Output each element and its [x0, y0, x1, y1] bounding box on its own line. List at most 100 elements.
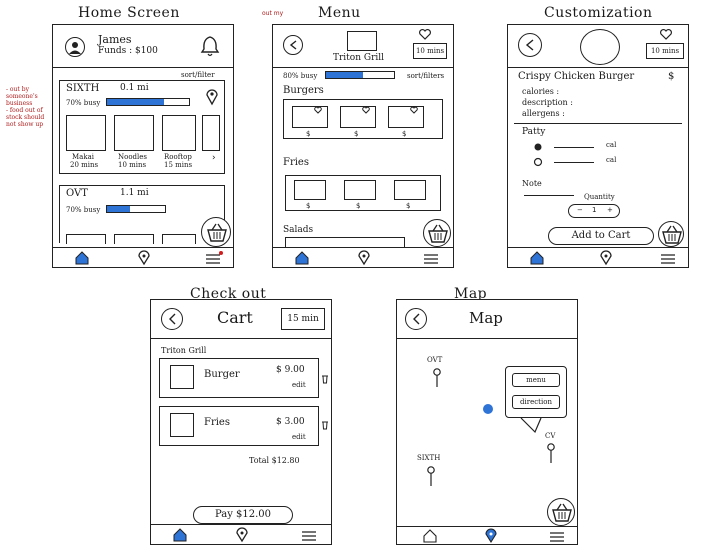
item-time: 15 mins [164, 161, 193, 169]
cart-button[interactable] [547, 498, 575, 526]
location-pin-icon[interactable] [138, 250, 150, 266]
price-label: $ [306, 202, 311, 210]
quantity-value: 1 [592, 206, 597, 214]
map-screen-frame: Map OVT menu direction CV SIXTH [396, 299, 578, 545]
menu-item-thumb[interactable] [114, 115, 154, 151]
pay-button[interactable]: Pay $12.00 [193, 506, 293, 524]
home-icon[interactable] [530, 251, 544, 265]
sort-filter[interactable]: sort/filter [181, 71, 215, 79]
menu-item-thumb[interactable] [162, 234, 196, 244]
section-panel: $ $ $ [283, 99, 443, 139]
heart-icon[interactable] [419, 29, 431, 40]
back-button[interactable] [518, 33, 542, 57]
field-calories: calories : [522, 87, 560, 96]
basket-icon [552, 503, 572, 522]
location-pin-icon[interactable] [236, 527, 248, 543]
home-screen-title: Home Screen [78, 5, 180, 21]
radio-selected[interactable] [534, 143, 544, 153]
menu-item-thumb[interactable] [394, 180, 426, 200]
back-button[interactable] [161, 308, 183, 330]
location-pin-icon[interactable] [206, 89, 218, 106]
menu-item-thumb[interactable] [202, 115, 220, 151]
edit-link[interactable]: edit [292, 381, 306, 389]
map-pin-icon[interactable] [426, 466, 436, 488]
wait-time-badge: 10 mins [646, 43, 684, 59]
cart-item[interactable]: Burger $ 9.00 edit [159, 358, 319, 398]
field-allergens: allergens : [522, 109, 565, 118]
location-card-ovt[interactable]: OVT 1.1 mi 70% busy [59, 185, 225, 244]
location-card-sixth[interactable]: SIXTH 0.1 mi 70% busy Makai 20 mins Nood… [59, 80, 225, 174]
popup-direction-button[interactable]: direction [512, 395, 560, 409]
cart-button[interactable] [423, 219, 451, 247]
location-pin-icon[interactable] [358, 250, 370, 266]
chevron-right-icon[interactable]: › [212, 153, 216, 163]
busy-label: 70% busy [66, 206, 101, 214]
home-icon[interactable] [295, 251, 309, 265]
menu-item-thumb[interactable] [66, 234, 106, 244]
popup-menu-button[interactable]: menu [512, 373, 560, 387]
pin-label-cv: CV [545, 432, 556, 440]
wait-time-badge: 15 min [281, 308, 325, 330]
map-header: Map [469, 309, 503, 327]
total-label: Total $12.80 [249, 456, 300, 465]
item-name: Fries [204, 417, 230, 428]
cart-button[interactable] [658, 221, 684, 247]
patty-label: Patty [522, 127, 546, 137]
restaurant-name: Triton Grill [333, 53, 385, 63]
cart-header: Cart [217, 308, 253, 327]
heart-icons[interactable] [314, 106, 454, 114]
map-pin-icon[interactable] [432, 368, 442, 388]
hamburger-menu-icon[interactable] [301, 530, 317, 542]
location-name: SIXTH [66, 83, 100, 94]
back-button[interactable] [405, 308, 427, 330]
location-pin-icon[interactable] [600, 250, 612, 266]
patty-cal: cal [606, 156, 617, 164]
price-label: $ [356, 202, 361, 210]
checkout-screen-title: Check out [190, 286, 267, 302]
item-name: Burger [204, 369, 240, 380]
location-pin-icon[interactable] [485, 528, 497, 544]
map-popup: menu direction [505, 366, 567, 418]
home-icon[interactable] [423, 529, 437, 543]
quantity-stepper[interactable]: − 1 + [568, 204, 620, 218]
basket-icon [428, 224, 448, 243]
home-icon[interactable] [173, 528, 187, 542]
field-description: description : [522, 98, 573, 107]
patty-cal: cal [606, 141, 617, 149]
add-to-cart-button[interactable]: Add to Cart [548, 227, 654, 245]
pin-label-ovt: OVT [427, 356, 443, 364]
map-pin-icon[interactable] [546, 443, 556, 465]
menu-item-thumb[interactable] [114, 234, 154, 244]
item-name: Noodles [118, 153, 148, 161]
cart-button[interactable] [201, 217, 231, 247]
avatar[interactable] [65, 37, 85, 57]
hamburger-menu-icon[interactable] [205, 251, 223, 265]
radio-unselected[interactable] [533, 157, 544, 168]
menu-screen-title: Menu [318, 5, 361, 21]
user-name: James [98, 33, 132, 46]
restaurant-name: Triton Grill [161, 346, 207, 355]
quantity-plus[interactable]: + [607, 206, 613, 214]
menu-item-thumb[interactable] [66, 115, 106, 151]
hamburger-menu-icon[interactable] [660, 253, 676, 265]
quantity-minus[interactable]: − [577, 206, 583, 214]
customization-screen-frame: 10 mins Crispy Chicken Burger $ calories… [507, 24, 689, 268]
heart-icon[interactable] [660, 29, 672, 40]
busy-bar [325, 71, 395, 79]
back-button[interactable] [283, 35, 303, 55]
item-price: $ 9.00 [276, 365, 305, 375]
bell-icon[interactable] [200, 35, 220, 57]
trash-icon[interactable] [321, 374, 329, 384]
item-thumb [170, 413, 194, 437]
hamburger-menu-icon[interactable] [549, 531, 565, 543]
sort-filter[interactable]: sort/filters [407, 72, 445, 80]
home-icon[interactable] [75, 251, 89, 265]
trash-icon[interactable] [321, 420, 329, 430]
cart-item[interactable]: Fries $ 3.00 edit [159, 406, 319, 446]
edit-link[interactable]: edit [292, 433, 306, 441]
hamburger-menu-icon[interactable] [423, 253, 439, 265]
menu-item-thumb[interactable] [344, 180, 376, 200]
menu-item-thumb[interactable] [294, 180, 326, 200]
menu-item-thumb[interactable] [162, 115, 196, 151]
home-screen-frame: James Funds : $100 sort/filter SIXTH 0.1… [52, 24, 234, 268]
